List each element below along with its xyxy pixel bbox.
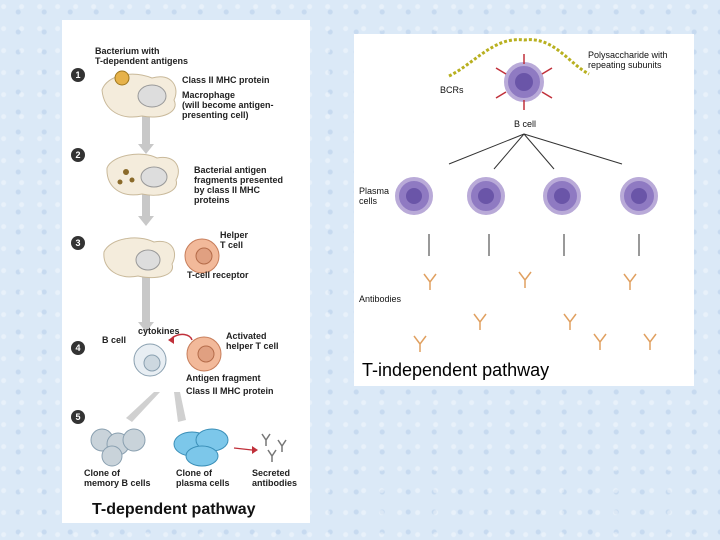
label-bacterium: Bacterium with T-dependent antigens [95, 46, 189, 66]
label-macrophage: Macrophage (will become antigen- present… [182, 90, 274, 120]
step-number-1: 1 [71, 68, 85, 82]
t-dependent-figure: 1 2 3 4 5 Bacterium with T-dependent ant… [62, 20, 310, 523]
label-cytokines: cytokines [138, 326, 180, 336]
t-dependent-illustration [90, 70, 287, 467]
t-dependent-title: T-dependent pathway [92, 501, 256, 518]
label-plasma-cells: Clone of plasma cells [176, 468, 230, 488]
t-independent-illustration [395, 38, 658, 352]
label-plasma-cells-right: Plasma cells [359, 186, 390, 206]
label-b-cell-right: B cell [514, 119, 537, 129]
step-number-3: 3 [71, 236, 85, 250]
step-number-5: 5 [71, 410, 85, 424]
step-number-4: 4 [71, 341, 85, 355]
label-class2-mhc: Class II MHC protein [182, 75, 270, 85]
t-independent-title: T-independent pathway [362, 360, 550, 380]
step-number-2: 2 [71, 148, 85, 162]
label-secreted-antibodies: Secreted antibodies [252, 468, 298, 488]
label-t-cell-receptor: T-cell receptor [187, 270, 249, 280]
label-polysaccharide: Polysaccharide with repeating subunits [588, 50, 668, 70]
label-bcrs: BCRs [440, 85, 464, 95]
label-memory-b-cells: Clone of memory B cells [84, 468, 151, 488]
label-activated-helper-t-cell: Activated helper T cell [226, 331, 279, 351]
label-antigen-fragments: Bacterial antigen fragments presented by… [194, 165, 284, 205]
label-helper-t-cell: Helper T cell [220, 230, 249, 250]
t-independent-figure: Polysaccharide with repeating subunits B… [354, 34, 694, 386]
label-b-cell: B cell [102, 335, 127, 345]
label-antibodies: Antibodies [359, 294, 402, 304]
label-antigen-fragment: Antigen fragment [186, 373, 261, 383]
label-class2-mhc-step4: Class II MHC protein [186, 386, 274, 396]
